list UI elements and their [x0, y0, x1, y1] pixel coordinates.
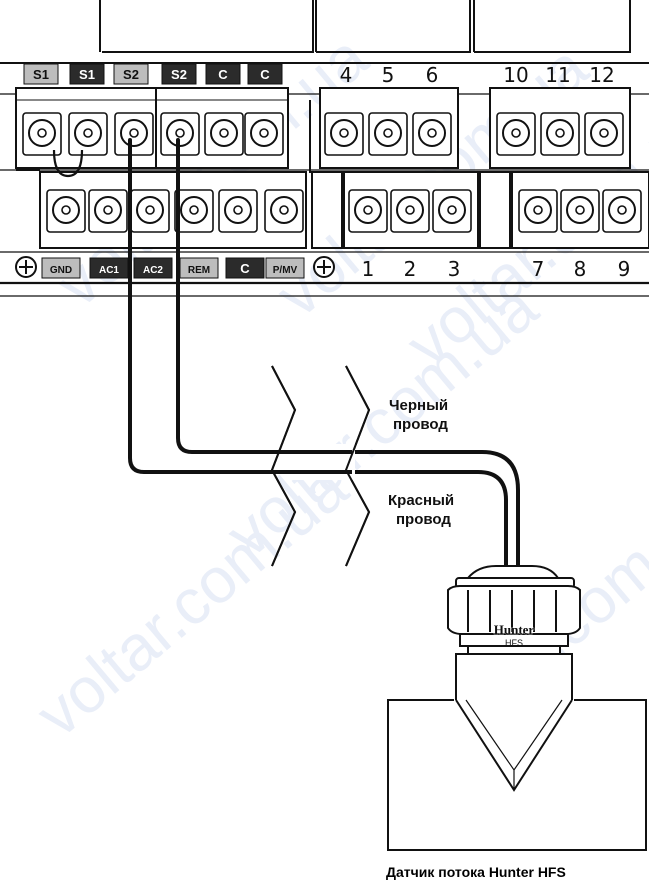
zone-number-8: 8: [574, 257, 587, 281]
top-screw-3: [114, 112, 154, 156]
module-b-top-screw-3: [584, 112, 624, 156]
zone-number-7: 7: [532, 257, 545, 281]
svg-text:P/MV: P/MV: [273, 265, 298, 276]
black-wire: [176, 138, 520, 570]
s1-jumper: [52, 149, 84, 178]
zone-number-10: 10: [503, 63, 528, 87]
module-b-top-screw-2: [540, 112, 580, 156]
sensor-model-label: HFS: [505, 638, 523, 648]
top-tag-1: S1: [23, 63, 59, 85]
module-b-bottom-screw-2: [560, 189, 600, 233]
top-screw-4: [160, 112, 200, 156]
svg-text:S1: S1: [33, 67, 49, 82]
zone-number-6: 6: [426, 63, 439, 87]
red-wire-label-line1: Красный: [388, 492, 455, 509]
zone-number-1: 1: [362, 257, 375, 281]
svg-text:C: C: [218, 67, 228, 82]
bottom-screw-6: [264, 189, 304, 233]
svg-text:AC2: AC2: [143, 265, 163, 276]
flow-sensor-hfs: [387, 565, 647, 851]
bottom-tag-5: C: [225, 257, 265, 279]
zone-number-11: 11: [545, 63, 570, 87]
svg-text:AC1: AC1: [99, 265, 119, 276]
top-tag-5: C: [205, 63, 241, 85]
ground-screw-left: [15, 256, 37, 278]
top-screw-2: [68, 112, 108, 156]
zone-number-5: 5: [382, 63, 395, 87]
zone-number-12: 12: [589, 63, 614, 87]
svg-text:C: C: [240, 261, 250, 276]
terminal-screws: [22, 112, 642, 233]
bottom-screw-4: [174, 189, 214, 233]
watermark-text: voltar.com.ua: [213, 271, 551, 571]
black-wire-label-line1: Черный: [389, 397, 449, 414]
module-b-top-screw-1: [496, 112, 536, 156]
top-screw-5: [204, 112, 244, 156]
module-a-bottom-screw-2: [390, 189, 430, 233]
svg-text:S1: S1: [79, 67, 95, 82]
bottom-tag-6: P/MV: [265, 257, 305, 279]
svg-text:C: C: [260, 67, 270, 82]
module-a-top-screw-1: [324, 112, 364, 156]
svg-text:GND: GND: [50, 265, 72, 276]
black-wire-label-line2: провод: [393, 416, 448, 433]
bottom-tag-2: AC1: [89, 257, 129, 279]
diagram-caption: Датчик потока Hunter HFS: [386, 864, 566, 880]
black-wire-label: Черный провод: [389, 396, 448, 434]
svg-text:S2: S2: [123, 67, 139, 82]
zone-number-9: 9: [618, 257, 631, 281]
wire-break-marks: [270, 365, 371, 567]
svg-text:REM: REM: [188, 265, 210, 276]
top-screw-6: [244, 112, 284, 156]
zone-number-2: 2: [404, 257, 417, 281]
zone-number-3: 3: [448, 257, 461, 281]
bottom-tag-4: REM: [179, 257, 219, 279]
svg-text:S2: S2: [171, 67, 187, 82]
top-screw-1: [22, 112, 62, 156]
controller-housing: [99, 0, 631, 53]
module-b-bottom-screw-1: [518, 189, 558, 233]
top-tag-3: S2: [113, 63, 149, 85]
gap-bracket: [16, 100, 511, 249]
sensor-brand-label: Hunter: [494, 622, 535, 637]
module-a-bottom-screw-3: [432, 189, 472, 233]
module-a-bottom-screw-1: [348, 189, 388, 233]
top-tag-4: S2: [161, 63, 197, 85]
module-a-top-screw-3: [412, 112, 452, 156]
bottom-screw-2: [88, 189, 128, 233]
bottom-tag-1: GND: [41, 257, 81, 279]
bottom-screw-5: [218, 189, 258, 233]
bottom-tag-3: AC2: [133, 257, 173, 279]
module-b-bottom-screw-3: [602, 189, 642, 233]
red-wire-label: Красный провод: [388, 491, 454, 529]
zone-number-4: 4: [340, 63, 353, 87]
bottom-screw-1: [46, 189, 86, 233]
red-wire-label-line2: провод: [396, 511, 451, 528]
ground-screw-right: [313, 256, 335, 278]
top-tag-2: S1: [69, 63, 105, 85]
bottom-screw-3: [130, 189, 170, 233]
module-a-top-screw-2: [368, 112, 408, 156]
top-tag-6: C: [247, 63, 283, 85]
